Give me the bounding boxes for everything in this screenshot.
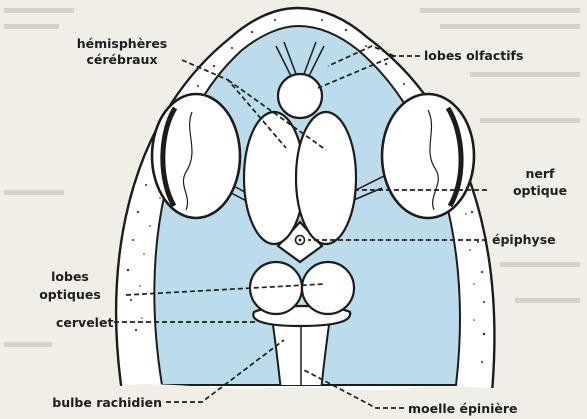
epiphysis-dot [299, 239, 302, 242]
label-optic-nerve-line1: nerf [526, 166, 556, 181]
label-cerebellum: cervelet [56, 315, 113, 330]
label-medulla: bulbe rachidien [52, 395, 162, 410]
label-olfactory-lobes: lobes olfactifs [424, 48, 523, 63]
label-optic-nerve-line2: optique [513, 183, 567, 198]
label-optic-lobes-line1: lobes [51, 269, 89, 284]
label-spinal-cord: moelle épinière [408, 401, 518, 416]
label-hemispheres-line1: hémisphères [77, 36, 168, 51]
label-optic-lobes-line2: optiques [39, 287, 101, 302]
eye-left [152, 94, 240, 218]
hemisphere-right [296, 112, 356, 244]
optic-lobe-right [302, 262, 354, 314]
label-epiphysis: épiphyse [492, 232, 556, 247]
label-hemispheres-line2: cérébraux [86, 52, 157, 67]
olfactory-lobe [278, 74, 322, 118]
eye-right [382, 94, 474, 218]
